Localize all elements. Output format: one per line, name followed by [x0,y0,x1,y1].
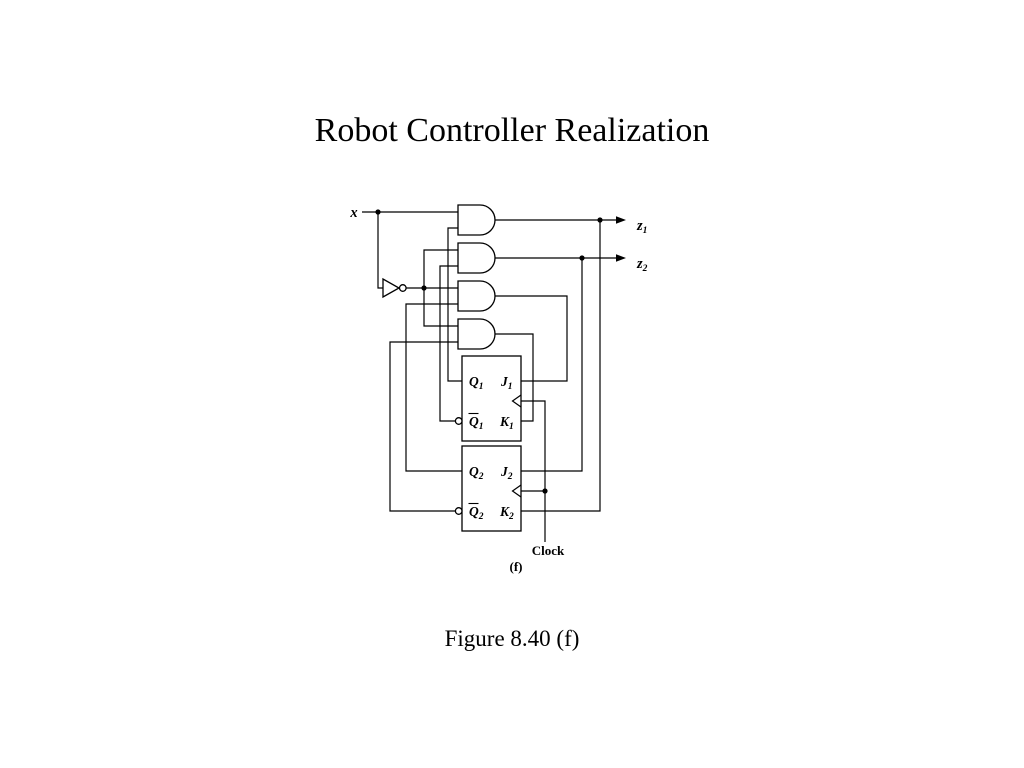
junction-dot-z1-branch [597,217,603,223]
ff1-k-label: K1 [499,414,514,432]
input-x-label: x [349,205,357,221]
page-title: Robot Controller Realization [314,112,710,149]
ff1-qbar-label: Q1 [469,414,484,432]
junction-dot-x-branch [375,209,381,215]
wires [362,211,617,542]
wire-clock-main [521,400,546,542]
ff1-q-label: Q1 [469,374,484,392]
wire-and3-to-j1 [495,295,568,382]
junction-dot-z2-branch [579,255,585,261]
wire-z1-to-k2 [521,220,601,512]
ff1-j-label: J1 [500,374,513,392]
wire-and4-to-k1 [495,333,534,422]
subfigure-label: (f) [510,559,523,574]
ff2-qbar-label: Q2 [469,504,484,522]
wire-z2-to-j2 [521,258,583,472]
jk-flipflop-1-box [461,355,522,442]
ff1-qbar-bubble-icon [454,417,463,425]
and-gate-3 [457,280,496,312]
output-z1-label: z1 [636,218,647,236]
wire-q2bar-feedback [389,341,458,512]
ff2-clock-chevron-icon [511,484,522,498]
not-gate-bubble-icon [398,284,407,292]
and-gate-4 [457,318,496,350]
and-gate-2 [457,242,496,274]
wire-q1bar-feedback [439,265,458,422]
output-z2-label: z2 [636,256,648,274]
not-gate [382,277,401,299]
z2-arrowhead-icon [616,254,626,262]
ff2-qbar-bubble-icon [454,507,463,515]
wire-q2-feedback [405,303,462,472]
wire-x-to-inverter [377,212,383,289]
jk-flipflop-2-box [461,445,522,532]
junction-dots [375,209,603,494]
ff2-q-label: Q2 [469,464,484,482]
figure-caption: Figure 8.40 (f) [444,626,580,651]
and-gate-1 [457,204,496,236]
junction-dot-xnot-branch [421,285,427,291]
junction-dot-clock-branch [542,488,548,494]
ff2-k-label: K2 [499,504,514,522]
clock-label: Clock [532,543,565,558]
ff2-j-label: J2 [500,464,513,482]
z1-arrowhead-icon [616,216,626,224]
ff1-clock-chevron-icon [511,394,522,408]
